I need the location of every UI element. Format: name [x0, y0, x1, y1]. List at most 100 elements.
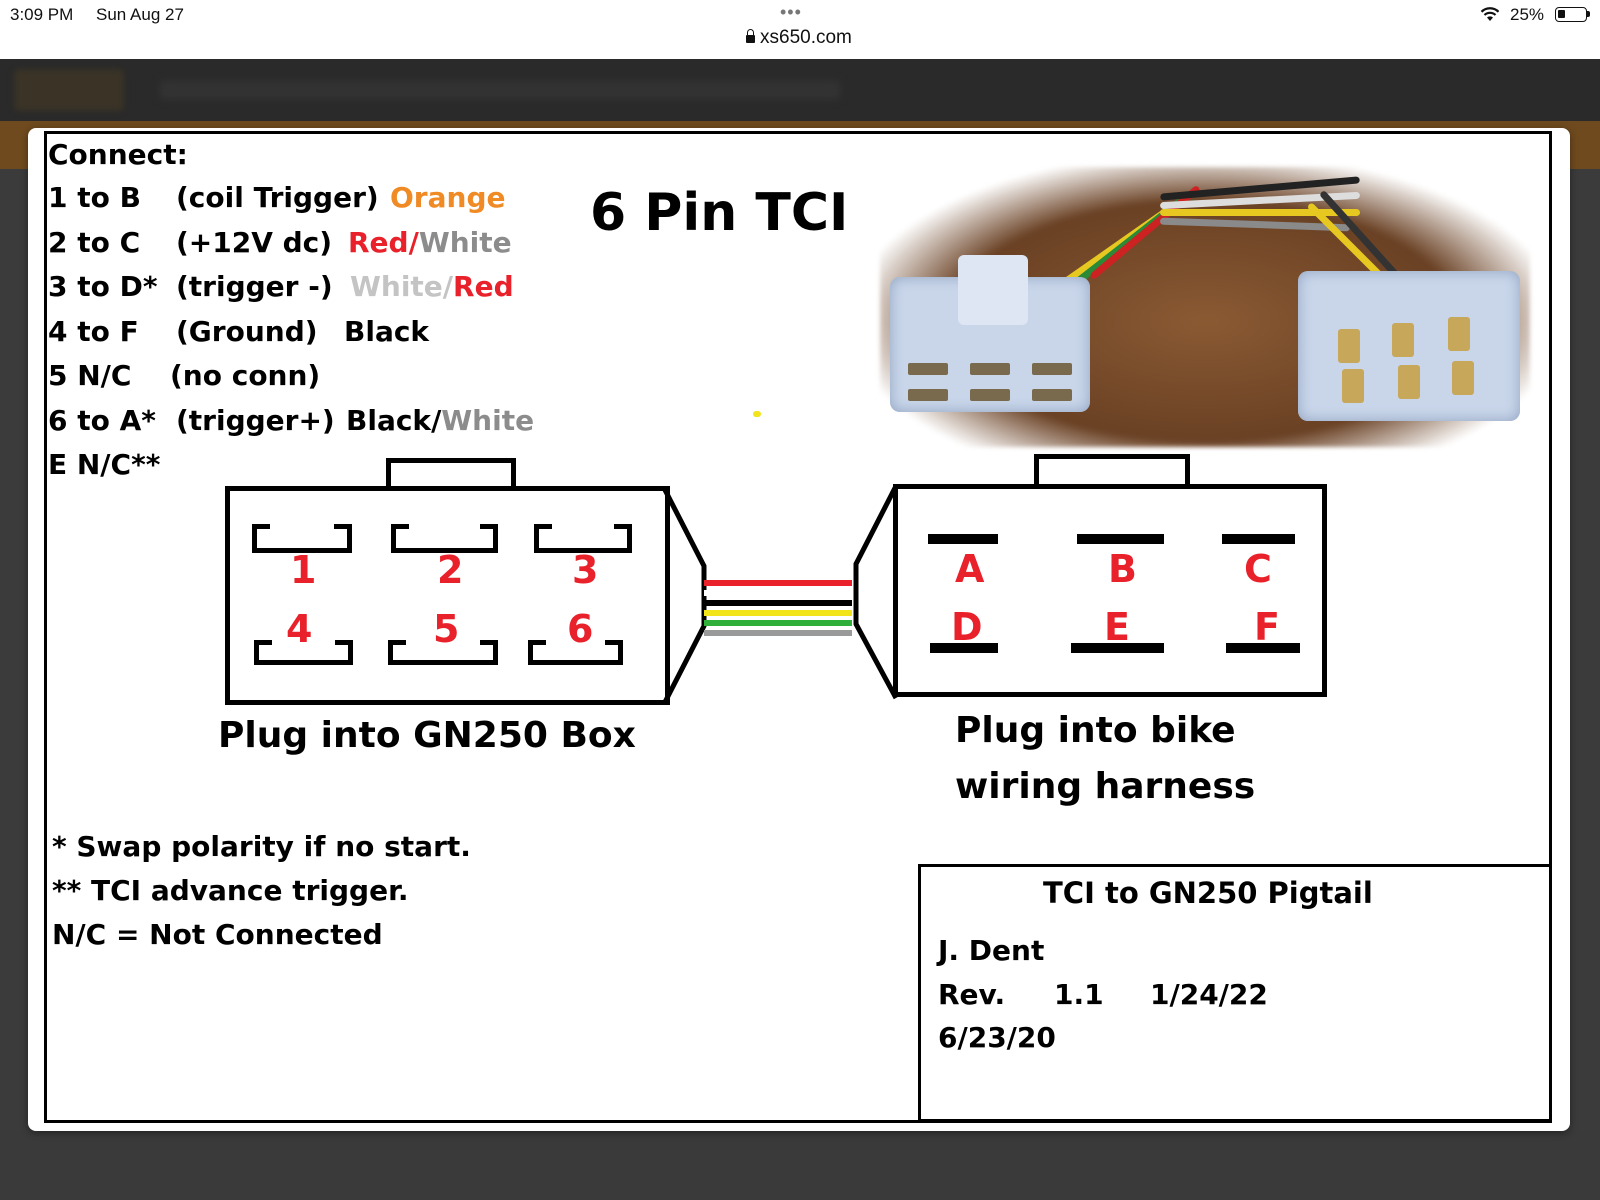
pin-bar-bottom — [930, 643, 998, 653]
wire-color-separator: / — [408, 225, 419, 259]
right-connector-body — [893, 484, 1327, 697]
pin-bar-bottom — [1226, 643, 1300, 653]
title-block — [918, 864, 1552, 1122]
right-pin-d: D — [951, 605, 983, 649]
connection-wire-color: White/Red — [350, 270, 514, 303]
diagram-frame — [44, 131, 1552, 1123]
pin-bracket-bottom-left — [254, 640, 259, 665]
wire-3 — [704, 610, 852, 616]
title-block-author: J. Dent — [938, 934, 1045, 967]
page-background-bottom — [0, 1130, 1600, 1200]
connection-lead: 3 to D* — [48, 270, 158, 303]
pin-bracket-bottom-lip — [480, 640, 498, 645]
pin-bracket-bottom-lip — [605, 640, 623, 645]
pin-bar-bottom — [1071, 643, 1164, 653]
connection-desc: (+12V dc) — [176, 225, 333, 259]
title-block-rev-number: 1.1 — [1054, 978, 1104, 1011]
wire-5 — [704, 630, 852, 636]
clock-time: 3:09 PM — [10, 5, 74, 24]
pin-bracket-top-lip — [480, 524, 498, 529]
left-pin-1: 1 — [290, 548, 317, 592]
connection-desc: (coil Trigger) — [176, 181, 379, 214]
connection-lead: 5 N/C — [48, 359, 132, 392]
pin-bracket-bottom — [388, 660, 498, 665]
wire-color-secondary: White — [418, 225, 512, 259]
wire-color-secondary: Red — [453, 270, 514, 303]
pin-bracket-top-left — [252, 524, 257, 553]
right-pin-b: B — [1108, 547, 1137, 591]
left-connector-taper — [661, 486, 707, 706]
wire-color-primary: Black — [344, 314, 430, 348]
connection-wire-color: Black/White — [346, 404, 534, 437]
pigtail-photo — [860, 137, 1560, 447]
lock-icon — [746, 29, 755, 43]
pin-bracket-top-left — [534, 524, 539, 553]
right-pin-f: F — [1254, 605, 1280, 649]
pin-bracket-bottom-right — [348, 640, 353, 665]
pin-bracket-bottom-lip — [254, 640, 272, 645]
title-block-rev-date: 1/24/22 — [1150, 978, 1268, 1011]
battery-icon — [1555, 7, 1590, 22]
pin-bracket-bottom-right — [493, 640, 498, 665]
pin-bracket-bottom-left — [388, 640, 393, 665]
title-block-orig-date: 6/23/20 — [938, 1021, 1056, 1054]
left-connector-body — [225, 486, 670, 705]
left-pin-6: 6 — [567, 607, 594, 651]
right-connector-taper — [853, 484, 899, 700]
wire-1 — [704, 590, 852, 596]
right-connector-caption-line1: Plug into bike — [955, 710, 1236, 751]
pin-bracket-bottom-lip — [388, 640, 406, 645]
note-advance-trigger: ** TCI advance trigger. — [52, 874, 409, 907]
connection-lead: E N/C** — [48, 448, 161, 481]
right-pin-e: E — [1104, 605, 1130, 649]
connection-desc: (no conn) — [170, 359, 321, 392]
pin-bracket-bottom-right — [618, 640, 623, 665]
multitask-dots-icon[interactable]: ••• — [780, 2, 802, 22]
site-nav-background — [0, 59, 1600, 121]
pin-bracket-top-lip — [534, 524, 552, 529]
pin-bracket-top-lip — [614, 524, 632, 529]
pin-bracket-top-right — [627, 524, 632, 553]
pin-bracket-top — [534, 548, 632, 553]
connection-desc: (Ground) — [176, 314, 318, 348]
wifi-icon — [1480, 7, 1500, 21]
wire-4 — [704, 620, 852, 626]
wire-color-primary: White — [350, 270, 443, 303]
left-connector-caption: Plug into GN250 Box — [218, 715, 636, 756]
right-connector-latch — [1034, 454, 1190, 488]
left-pin-3: 3 — [572, 548, 599, 592]
connection-lead: 6 to A* — [48, 403, 156, 437]
connection-lead: 2 to C — [48, 225, 141, 259]
title-block-heading: TCI to GN250 Pigtail — [1043, 876, 1373, 910]
note-swap-polarity: * Swap polarity if no start. — [52, 830, 471, 863]
clock-date: Sun Aug 27 — [96, 5, 184, 24]
note-not-connected: N/C = Not Connected — [52, 918, 383, 951]
wire-color-secondary: White — [441, 403, 535, 437]
pin-bracket-top — [391, 548, 498, 553]
wire-color-primary: Red — [348, 225, 409, 259]
connect-heading: Connect: — [48, 138, 188, 171]
wire-2 — [704, 600, 852, 606]
right-pin-a: A — [955, 547, 985, 591]
connection-wire-color: Black — [344, 315, 429, 348]
status-bar: 3:09 PM Sun Aug 27 ••• xs650.com 25% — [0, 0, 1600, 59]
pin-bar-top — [1222, 534, 1295, 544]
wire-color-primary: Black — [346, 403, 432, 437]
pin-bracket-bottom-lip — [528, 640, 546, 645]
pin-bracket-top — [252, 548, 352, 553]
pin-bracket-top-right — [493, 524, 498, 553]
left-pin-2: 2 — [437, 548, 464, 592]
pin-bracket-top-lip — [252, 524, 270, 529]
wire-0 — [704, 580, 852, 586]
battery-percent: 25% — [1510, 5, 1545, 24]
connection-wire-color: Red/White — [348, 226, 512, 259]
connection-lead: 4 to F — [48, 314, 139, 348]
pin-bracket-top-lip — [334, 524, 352, 529]
right-pin-c: C — [1244, 547, 1272, 591]
wire-color-separator: / — [431, 403, 442, 437]
diagram-title: 6 Pin TCI — [590, 183, 849, 243]
pin-bar-top — [1077, 534, 1164, 544]
url-address[interactable]: xs650.com — [760, 27, 852, 48]
pin-bracket-top-left — [391, 524, 396, 553]
left-pin-4: 4 — [286, 607, 313, 651]
